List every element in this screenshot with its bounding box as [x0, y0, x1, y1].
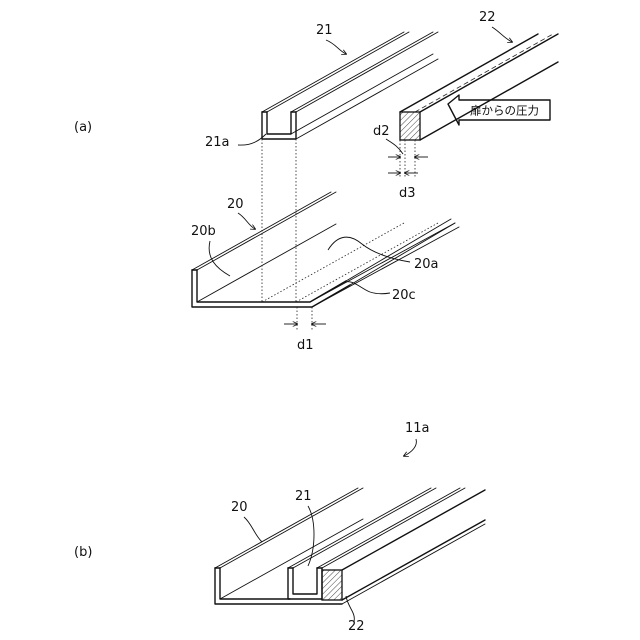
- pressure-arrow-text: 扉からの圧力: [470, 104, 539, 118]
- label-d1: d1: [297, 338, 314, 353]
- label-11a: 11a: [405, 421, 430, 436]
- label-21-bottom: 21: [295, 489, 312, 504]
- label-20c: 20c: [392, 288, 416, 303]
- assembled-rail-11a: [215, 488, 485, 604]
- label-d3: d3: [399, 186, 416, 201]
- label-22-bottom: 22: [348, 619, 365, 634]
- label-21: 21: [316, 23, 333, 38]
- label-20b: 20b: [191, 224, 216, 239]
- pressure-arrow: 扉からの圧力: [448, 95, 550, 125]
- label-20a: 20a: [414, 257, 439, 272]
- label-d2: d2: [373, 124, 390, 139]
- panel-a-label: (a): [74, 120, 92, 135]
- label-22-top: 22: [479, 10, 496, 25]
- label-20-top: 20: [227, 197, 244, 212]
- label-21a: 21a: [205, 135, 230, 150]
- label-20-bottom: 20: [231, 500, 248, 515]
- panel-b-label: (b): [74, 545, 92, 560]
- bar-22: [400, 34, 558, 140]
